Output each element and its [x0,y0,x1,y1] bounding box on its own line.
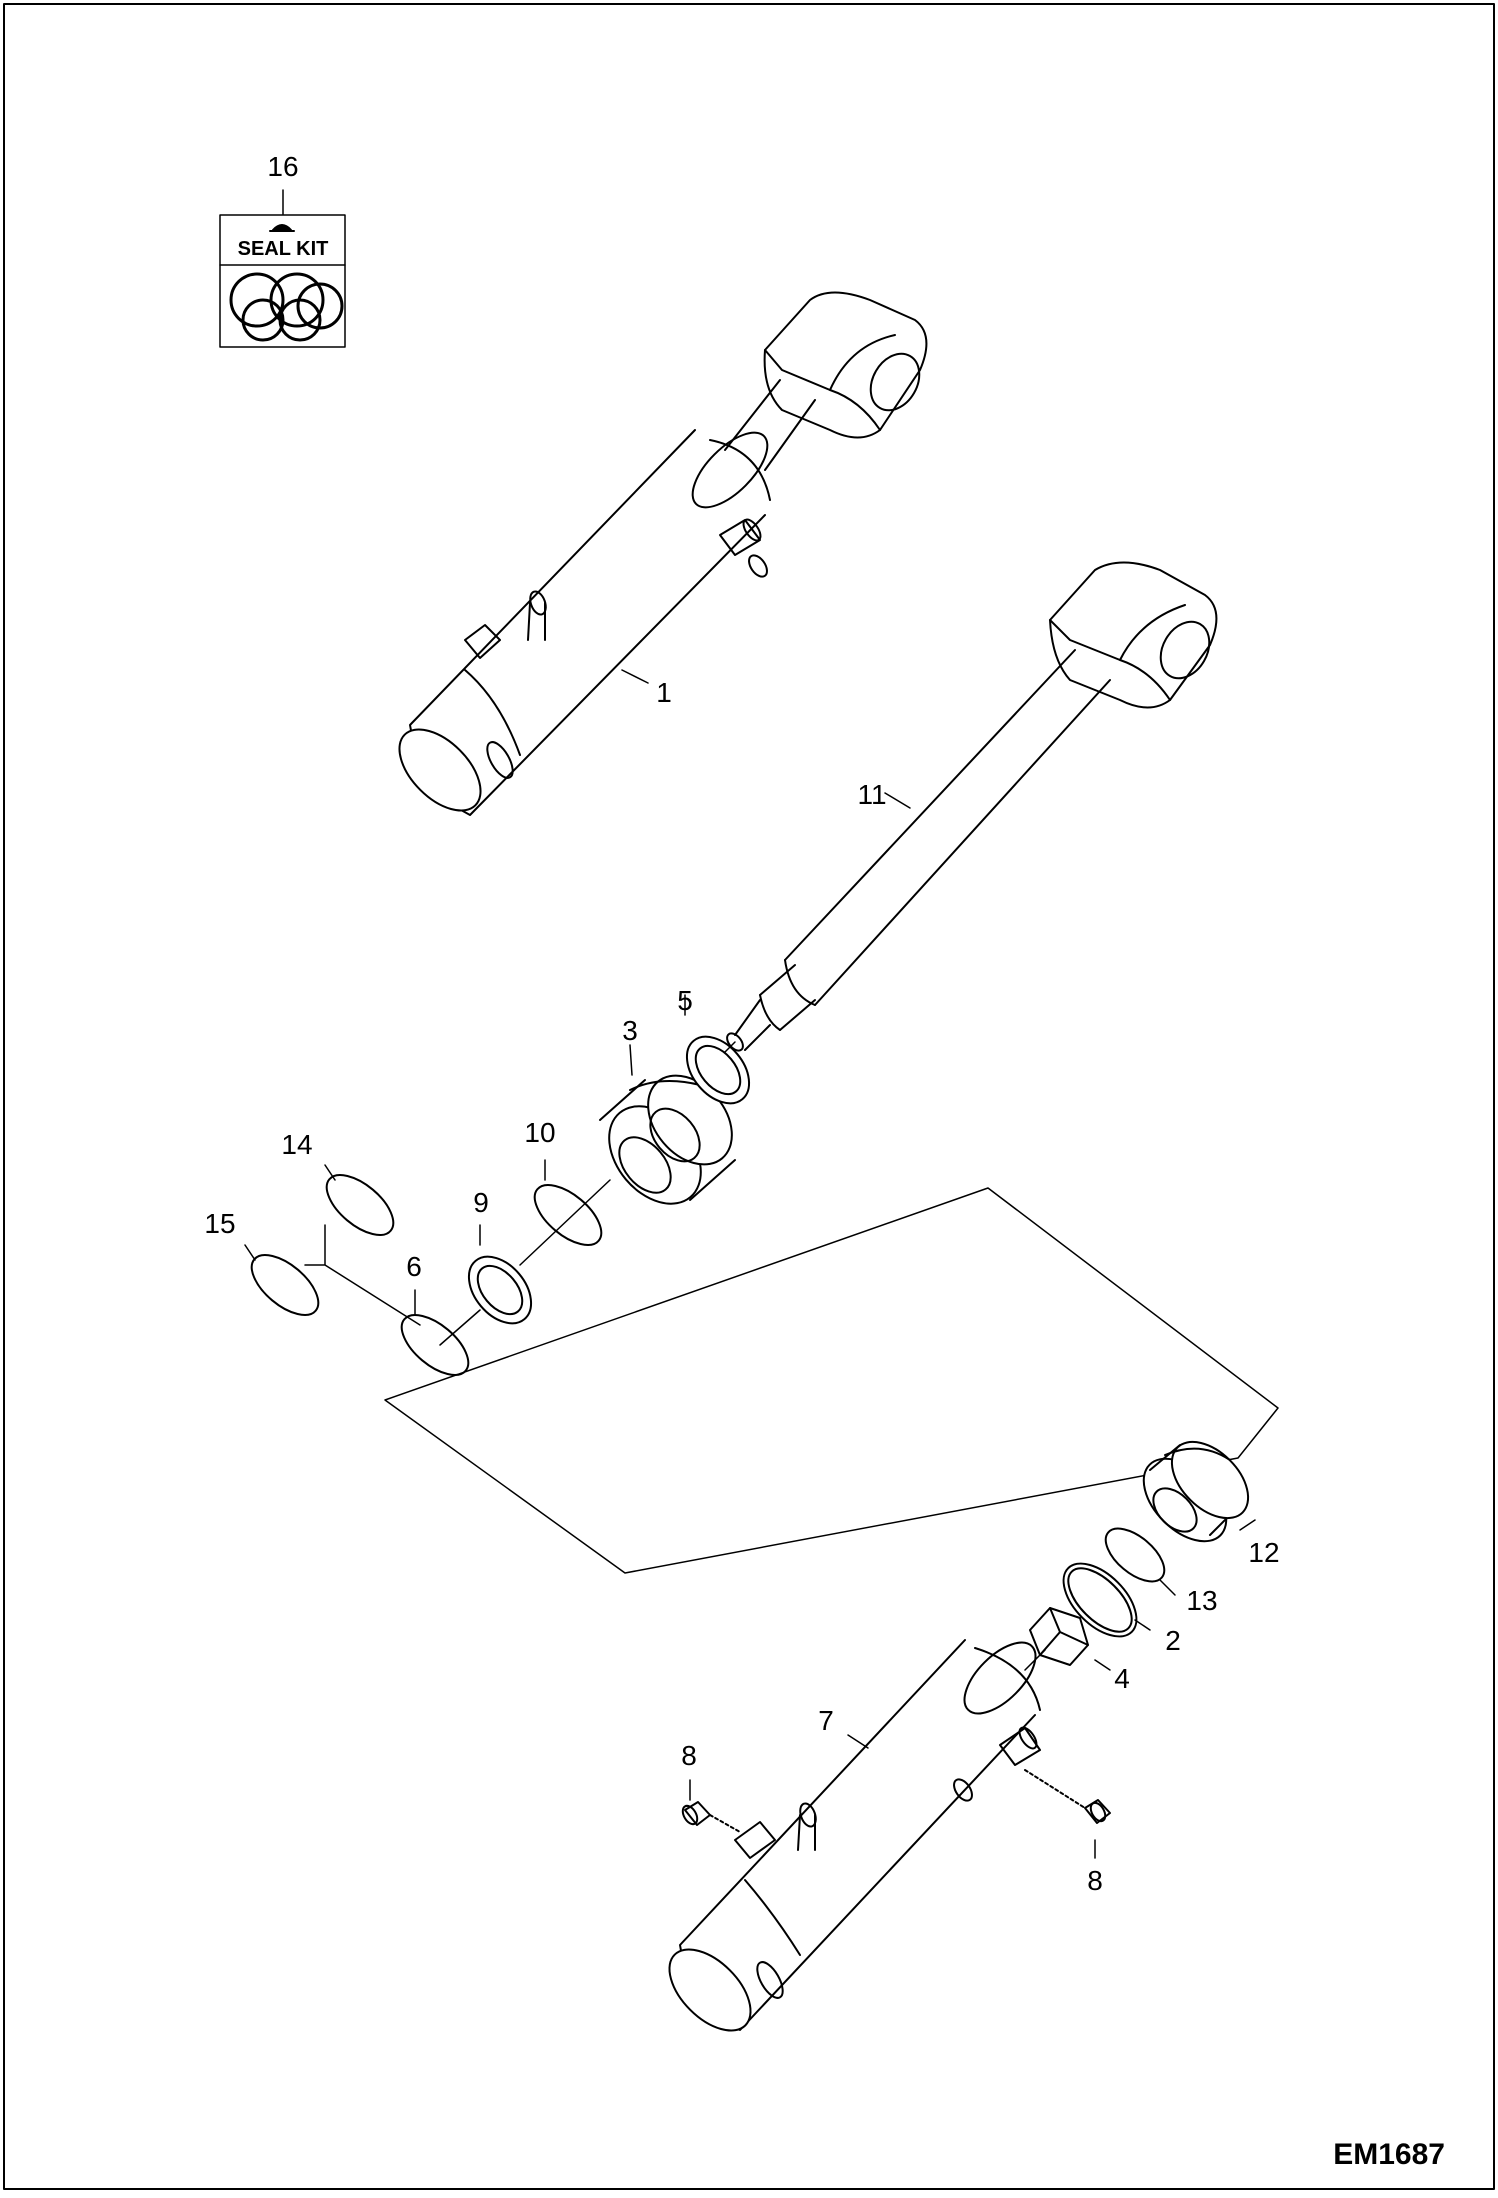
callout-5: 5 [677,985,693,1016]
callout-10: 10 [524,1117,555,1148]
callout-3: 3 [622,1015,638,1046]
o-ring-icon [250,1174,603,1376]
callout-12: 12 [1248,1537,1279,1568]
callout-14: 14 [281,1129,312,1160]
callout-11: 11 [857,779,886,810]
callout-13: 13 [1186,1585,1217,1616]
callout-9: 9 [473,1187,489,1218]
wear-ring-icon [685,1035,751,1105]
callout-6: 6 [406,1251,422,1282]
callout-2: 2 [1165,1625,1181,1656]
seal-kit-label: SEAL KIT [238,238,329,260]
figure-id: EM1687 [1333,2138,1445,2171]
barrel-icon [668,1639,1041,2032]
page-border [3,3,1495,2190]
cylinder-assembly-icon [398,291,928,816]
callout-4: 4 [1114,1663,1130,1694]
callout-7: 7 [818,1705,834,1736]
callout-16: 16 [267,151,298,182]
callout-8-right: 8 [1087,1865,1103,1896]
gland-icon [1142,1440,1250,1543]
rod-icon [726,561,1218,1052]
callout-15: 15 [204,1208,235,1239]
fitting-icon [681,1769,1111,1833]
seal-ring-icon [1062,1527,1166,1638]
seal-kit-icon [219,214,346,348]
callout-8-left: 8 [681,1740,697,1771]
group-outline [384,1187,1279,1574]
callout-1: 1 [656,677,672,708]
